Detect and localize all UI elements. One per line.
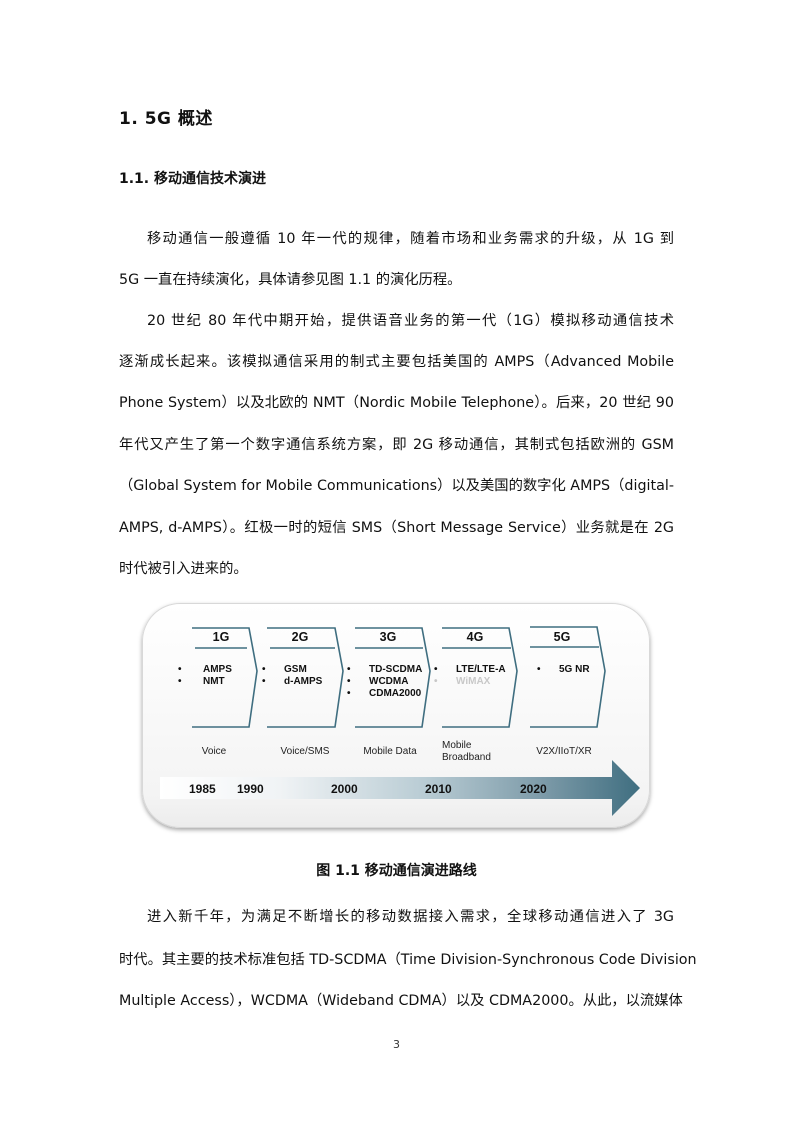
year-label: 1985 xyxy=(189,782,216,796)
tech-item-dimmed: WiMAX xyxy=(456,676,491,687)
tech-item: NMT xyxy=(203,676,225,687)
tech-item: TD-SCDMA xyxy=(369,664,423,675)
paragraph-line: 逐渐成长起来。该模拟通信采用的制式主要包括美国的 AMPS（Advanced M… xyxy=(119,354,674,370)
subsection-heading: 1.1. 移动通信技术演进 xyxy=(119,171,266,187)
tech-item: CDMA2000 xyxy=(369,688,422,699)
timeline-arrow xyxy=(160,760,640,816)
gen-title-4g: 4G xyxy=(466,630,484,644)
service-label: Voice/SMS xyxy=(280,746,330,757)
diagram-graphics xyxy=(160,626,640,816)
gen-title-1g: 1G xyxy=(212,630,230,644)
paragraph-line: 20 世纪 80 年代中期开始，提供语音业务的第一代（1G）模拟移动通信技术 xyxy=(147,313,674,329)
tech-list-5g: •5G NR xyxy=(537,664,590,675)
year-label: 2000 xyxy=(331,782,358,796)
year-label: 2010 xyxy=(425,782,452,796)
gen-title-3g: 3G xyxy=(379,630,397,644)
tech-item: GSM xyxy=(284,664,307,675)
tech-item: 5G NR xyxy=(559,664,590,675)
tech-item: LTE/LTE-A xyxy=(456,664,506,675)
paragraph-line: 时代被引入进来的。 xyxy=(119,561,248,577)
paragraph-line: 年代又产生了第一个数字通信系统方案，即 2G 移动通信，其制式包括欧洲的 GSM xyxy=(119,437,674,453)
paragraph-line: Multiple Access），WCDMA（Wideband CDMA）以及 … xyxy=(119,993,683,1009)
paragraph-line: AMPS, d-AMPS）。红极一时的短信 SMS（Short Message … xyxy=(119,520,674,536)
year-label: 1990 xyxy=(237,782,264,796)
gen-title-5g: 5G xyxy=(553,630,571,644)
evolution-diagram: 1G 2G 3G 4G 5G •AMPS •NMT •GSM •d-AMPS •… xyxy=(142,603,650,828)
paragraph-line: （Global System for Mobile Communications… xyxy=(119,478,675,494)
chevron-shapes xyxy=(192,626,606,728)
tech-item: WCDMA xyxy=(369,676,409,687)
service-label: Mobile Data xyxy=(363,746,417,757)
tech-list-3g: •TD-SCDMA •WCDMA •CDMA2000 xyxy=(347,664,423,699)
service-label-line: Broadband xyxy=(442,752,491,763)
paragraph-line: 进入新千年，为满足不断增长的移动数据接入需求，全球移动通信进入了 3G xyxy=(147,909,674,925)
tech-list-2g: •GSM •d-AMPS xyxy=(262,664,323,687)
page-number: 3 xyxy=(393,1038,400,1051)
gen-title-2g: 2G xyxy=(291,630,309,644)
paragraph-line: 时代。其主要的技术标准包括 TD-SCDMA（Time Division-Syn… xyxy=(119,952,697,968)
figure-caption: 图 1.1 移动通信演进路线 xyxy=(316,863,477,879)
section-heading: 1. 5G 概述 xyxy=(119,109,213,129)
service-label: Mobile Broadband xyxy=(442,740,491,764)
year-label: 2020 xyxy=(520,782,547,796)
paragraph-line: Phone System）以及北欧的 NMT（Nordic Mobile Tel… xyxy=(119,395,674,411)
paragraph-line: 5G 一直在持续演化，具体请参见图 1.1 的演化历程。 xyxy=(119,272,462,288)
tech-list-4g: •LTE/LTE-A •WiMAX xyxy=(434,664,506,687)
service-label-line: Mobile xyxy=(442,740,472,751)
service-label: V2X/IIoT/XR xyxy=(536,746,592,757)
service-label: Voice xyxy=(201,746,227,757)
tech-item: d-AMPS xyxy=(284,676,323,687)
paragraph-line: 移动通信一般遵循 10 年一代的规律，随着市场和业务需求的升级，从 1G 到 xyxy=(147,231,674,247)
tech-item: AMPS xyxy=(203,664,232,675)
tech-list-1g: •AMPS •NMT xyxy=(178,664,232,687)
